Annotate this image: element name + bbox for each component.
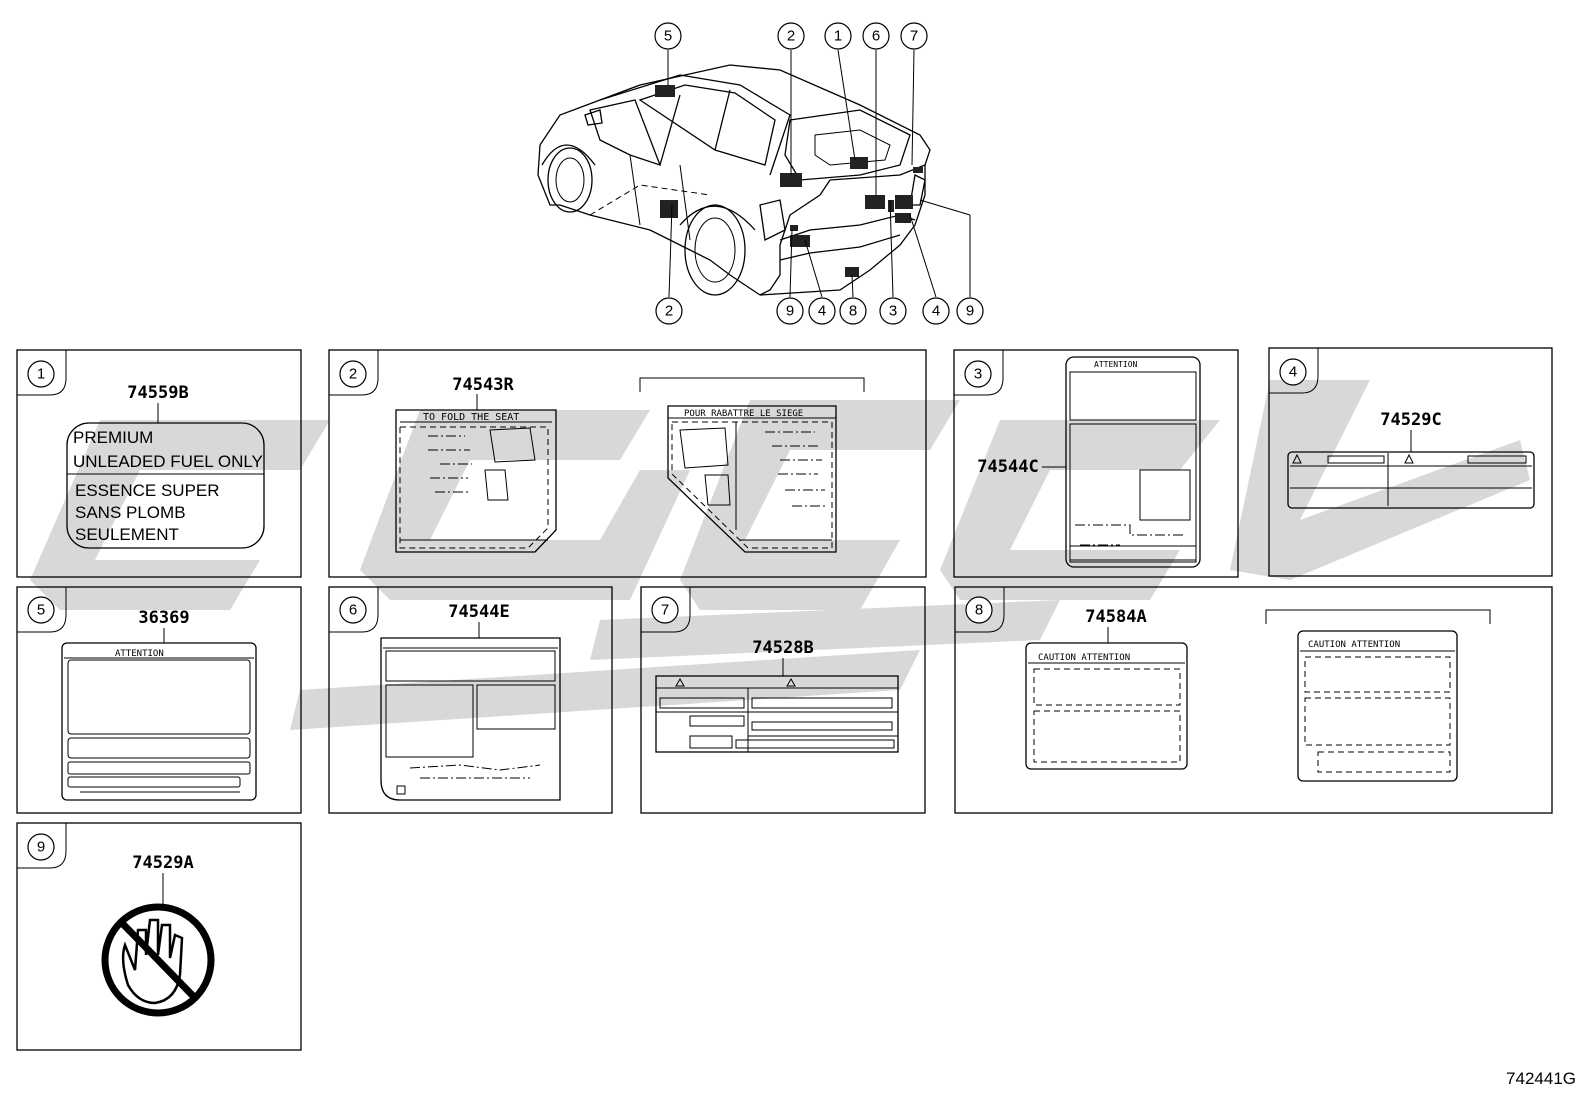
callout-2: 2	[787, 28, 795, 45]
part-number: 74528B	[752, 638, 813, 658]
callout-2: 2	[665, 303, 673, 320]
label-title: ATTENTION	[115, 649, 164, 659]
label-line: SANS PLOMB	[75, 503, 186, 522]
panel-6: 6 74544E	[328, 586, 613, 814]
panel-number: 4	[1289, 364, 1297, 381]
panel-number: 3	[974, 366, 982, 383]
label-line: UNLEADED FUEL ONLY	[73, 452, 263, 471]
panel-number: 1	[37, 366, 45, 383]
alt-label-title: POUR RABATTRE LE SIEGE	[684, 409, 803, 419]
vehicle-drawing	[537, 64, 931, 296]
part-number: 74559B	[127, 383, 188, 403]
vehicle-callouts: 5 2 1 6 7 2 9 4 8 3 4 9	[654, 22, 984, 325]
figure-id: 742441G	[1506, 1069, 1576, 1088]
part-number: 74543R	[452, 375, 514, 395]
part-number: 74584A	[1085, 607, 1146, 627]
callout-4: 4	[932, 303, 940, 320]
callout-6: 6	[872, 28, 880, 45]
no-touch-icon	[101, 903, 215, 1017]
panel-number: 2	[349, 366, 357, 383]
label-line: SEULEMENT	[75, 525, 179, 544]
callout-4: 4	[818, 303, 826, 320]
callout-7: 7	[910, 28, 918, 45]
panel-2: 2 74543R TO FOLD THE SEAT POUR RABATTRE …	[328, 349, 927, 578]
part-number: 74544E	[448, 602, 509, 622]
panel-number: 7	[661, 602, 669, 619]
panel-9: 9 74529A	[16, 822, 302, 1051]
panel-8: 8 74584A CAUTION ATTENTION CAUTION ATTEN…	[954, 586, 1553, 814]
panel-number: 6	[349, 602, 357, 619]
part-number: 74544C	[977, 457, 1038, 477]
part-number: 74529A	[132, 853, 193, 873]
alt-label-title: CAUTION ATTENTION	[1308, 640, 1400, 650]
panel-5: 5 36369 ATTENTION	[16, 586, 302, 814]
leader-lines	[667, 49, 971, 298]
panel-number: 9	[37, 839, 45, 856]
panel-3: 3 74544C ATTENTION	[953, 349, 1239, 578]
part-number: 74529C	[1380, 410, 1441, 430]
label-title: CAUTION ATTENTION	[1038, 653, 1130, 663]
panel-1: 1 74559B PREMIUM UNLEADED FUEL ONLY ESSE…	[16, 349, 302, 578]
callout-9: 9	[786, 303, 794, 320]
part-number: 36369	[138, 608, 189, 628]
label-title: TO FOLD THE SEAT	[423, 412, 519, 423]
label-line: PREMIUM	[73, 428, 153, 447]
callout-5: 5	[664, 28, 672, 45]
panel-number: 8	[975, 602, 983, 619]
callout-3: 3	[889, 303, 897, 320]
panel-number: 5	[37, 602, 45, 619]
callout-9: 9	[966, 303, 974, 320]
label-title: ATTENTION	[1094, 360, 1138, 369]
label-line: ESSENCE SUPER	[75, 481, 220, 500]
panel-4: 4 74529C	[1268, 347, 1553, 577]
callout-8: 8	[849, 303, 857, 320]
panel-7: 7 74528B	[640, 586, 926, 814]
callout-1: 1	[834, 28, 842, 45]
